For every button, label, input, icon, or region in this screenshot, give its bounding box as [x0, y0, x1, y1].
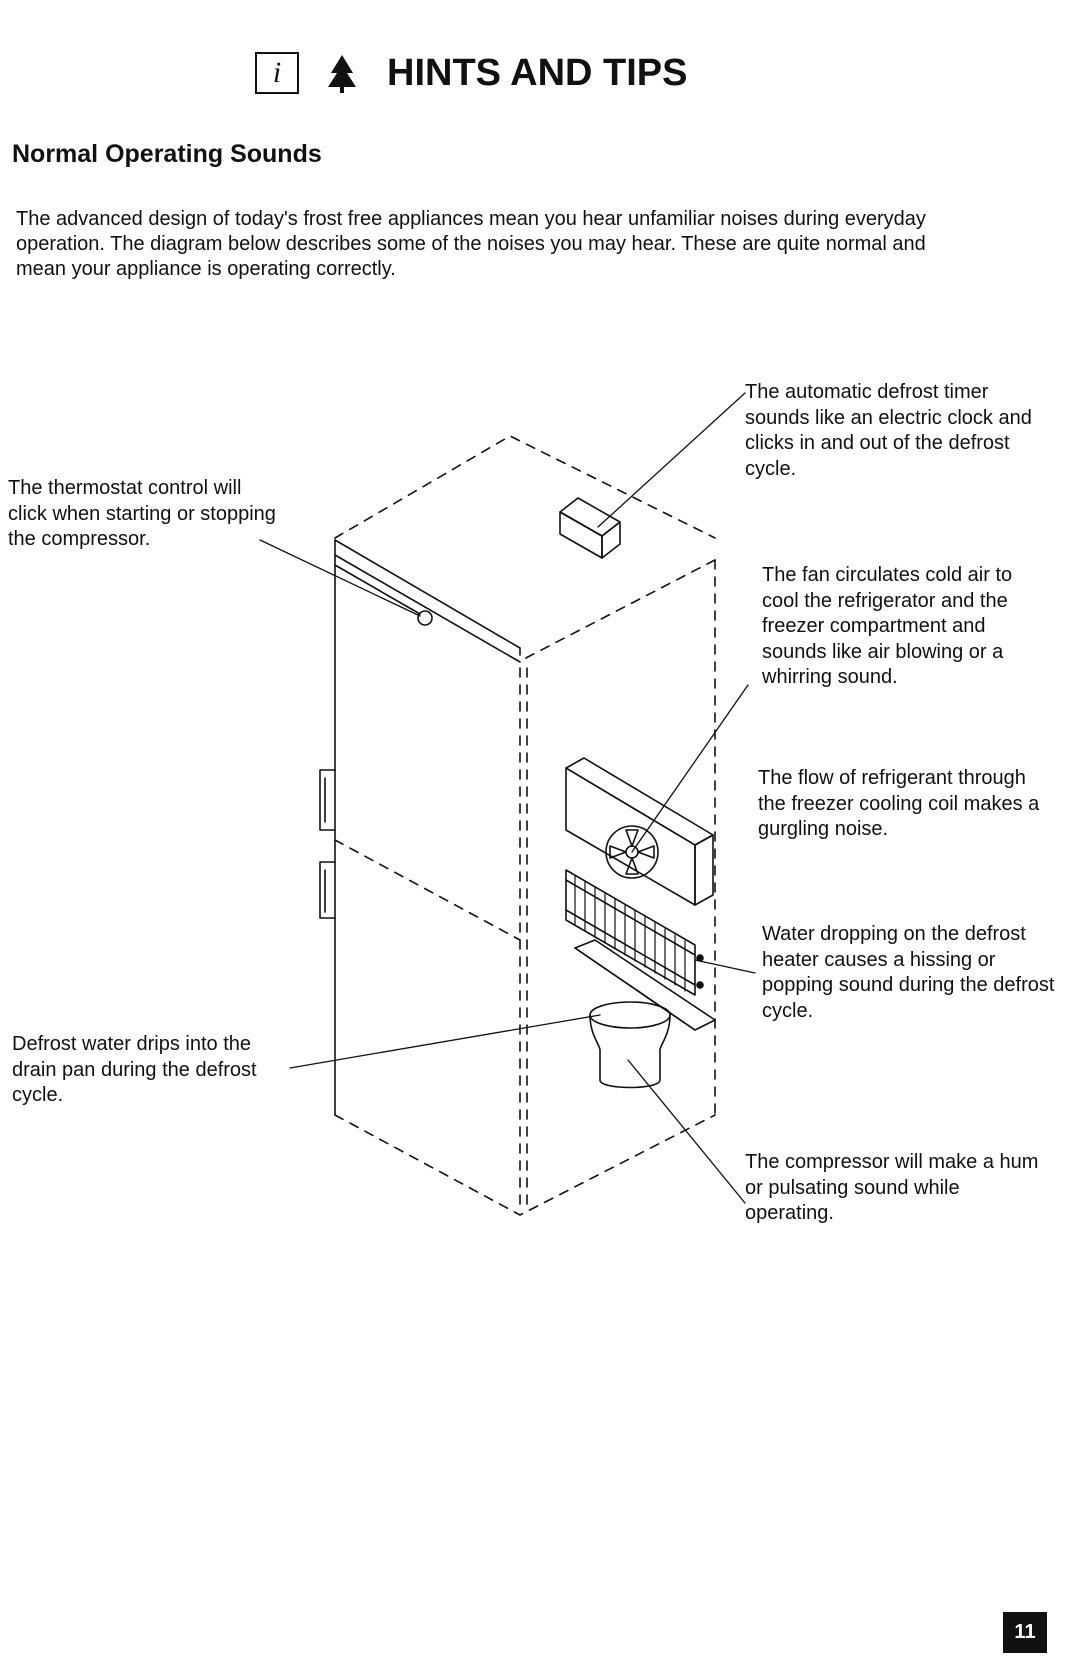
page-header: i HINTS AND TIPS	[255, 48, 688, 98]
drain-pan	[589, 1001, 671, 1089]
page-title: HINTS AND TIPS	[387, 51, 688, 94]
cabinet-outline	[334, 539, 521, 1116]
drip-tray	[574, 939, 716, 1031]
cooling-coil	[565, 869, 704, 996]
defrost-timer-callout: The automatic defrost timer sounds like …	[745, 381, 1032, 480]
page-number-label: 11	[1014, 1621, 1036, 1643]
drain-pan-callout: Defrost water drips into the drain pan d…	[12, 1033, 257, 1106]
water-heater-callout: Water dropping on the defrost heater cau…	[762, 923, 1055, 1022]
info-icon-glyph: i	[272, 56, 282, 89]
thermostat-callout: The thermostat control will click when s…	[8, 477, 276, 550]
leader-lines	[259, 392, 756, 1204]
fridge-freezer-diagram	[259, 392, 756, 1216]
fan-housing	[565, 757, 714, 906]
refrigerant-callout: The flow of refrigerant through the free…	[758, 767, 1040, 840]
door-handles	[319, 769, 336, 919]
intro-paragraph: The advanced design of today's frost fre…	[16, 208, 926, 280]
fan-callout: The fan circulates cold air to cool the …	[762, 564, 1013, 688]
compressor-callout: The compressor will make a hum or pulsat…	[745, 1151, 1039, 1224]
hidden-edges	[334, 435, 716, 1216]
info-icon: i	[255, 52, 299, 94]
section-title: Normal Operating Sounds	[12, 140, 322, 168]
tree-icon	[328, 55, 356, 93]
defrost-timer-box	[559, 497, 621, 559]
page-number: 11	[1003, 1612, 1047, 1653]
